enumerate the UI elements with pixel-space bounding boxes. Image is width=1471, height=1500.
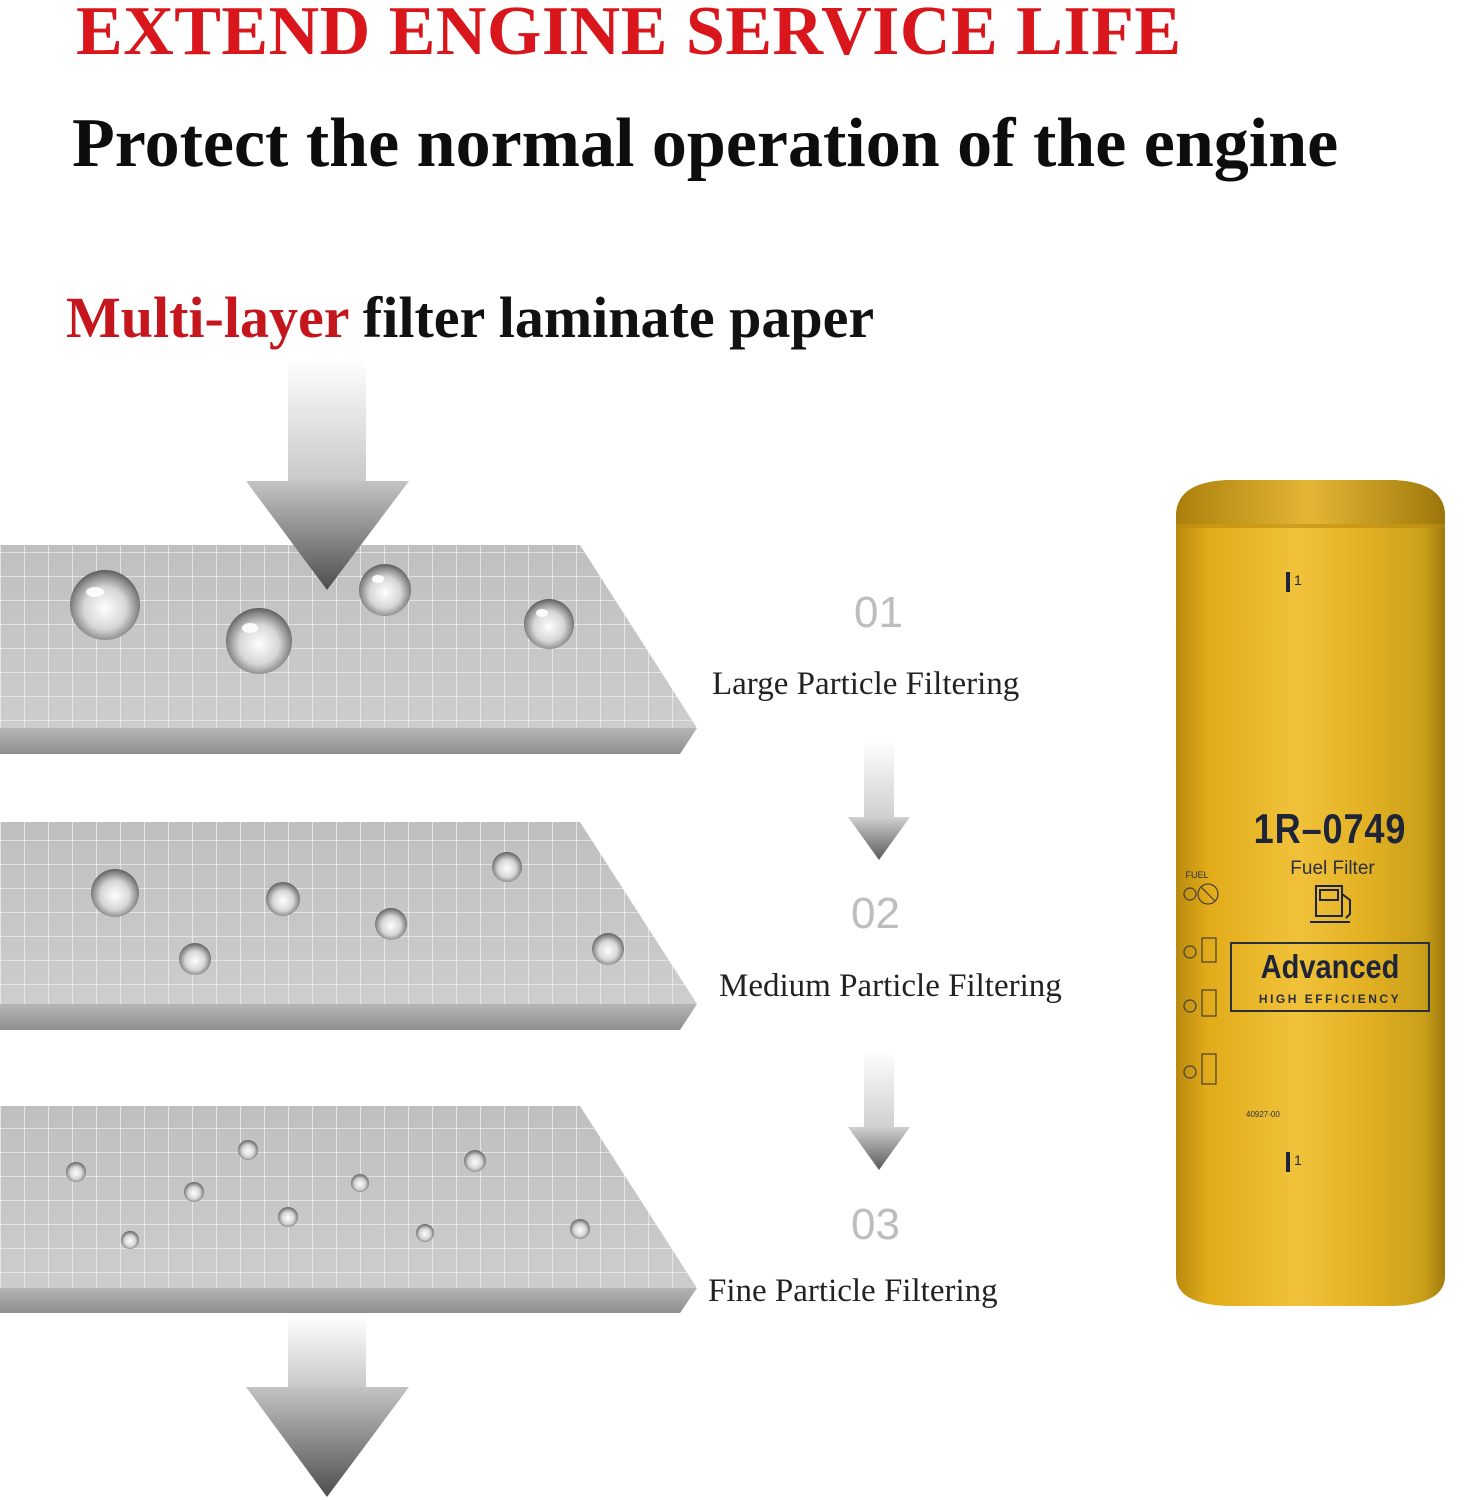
filter-layer-1 xyxy=(0,545,697,754)
section-title: Multi-layer filter laminate paper xyxy=(66,284,874,351)
section-title-rest: filter laminate paper xyxy=(348,285,875,350)
down-arrow-icon xyxy=(246,1316,409,1497)
down-arrow-icon xyxy=(848,740,910,860)
product-badge-subtitle: HIGH EFFICIENCY xyxy=(1258,992,1402,1006)
down-arrow-icon xyxy=(246,358,409,590)
down-arrow-icon xyxy=(848,1050,910,1170)
product-type-label: Fuel Filter xyxy=(1290,858,1375,879)
subheadline: Protect the normal operation of the engi… xyxy=(72,105,1339,182)
water-droplet-icon xyxy=(70,564,574,674)
product-badge-frame xyxy=(1230,942,1430,1012)
filter-layers-illustration xyxy=(0,358,910,1497)
product-part-number: 1R–0749 xyxy=(1253,805,1407,852)
fuel-filter-product-image xyxy=(1176,480,1445,1306)
filter-layer-2 xyxy=(0,822,697,1030)
step-number-02: 02 xyxy=(851,889,900,938)
product-side-label: FUEL xyxy=(1185,870,1209,880)
step-label-fine-particle: Fine Particle Filtering xyxy=(708,1273,998,1309)
product-code: 40927-00 xyxy=(1246,1110,1280,1119)
step-label-medium-particle: Medium Particle Filtering xyxy=(719,968,1062,1004)
water-droplet-icon xyxy=(91,852,624,975)
step-number-01: 01 xyxy=(854,588,903,637)
water-droplet-icon xyxy=(66,1140,590,1249)
headline: EXTEND ENGINE SERVICE LIFE xyxy=(76,0,1182,70)
section-title-highlight: Multi-layer xyxy=(66,285,349,350)
step-number-03: 03 xyxy=(851,1200,900,1249)
filter-layer-3 xyxy=(0,1106,697,1313)
product-mark-bottom: 1 xyxy=(1294,1152,1302,1168)
product-badge-title: Advanced xyxy=(1260,948,1400,985)
step-label-large-particle: Large Particle Filtering xyxy=(712,666,1020,702)
product-mark-top: 1 xyxy=(1294,572,1302,588)
fuel-pump-icon xyxy=(1310,885,1351,923)
